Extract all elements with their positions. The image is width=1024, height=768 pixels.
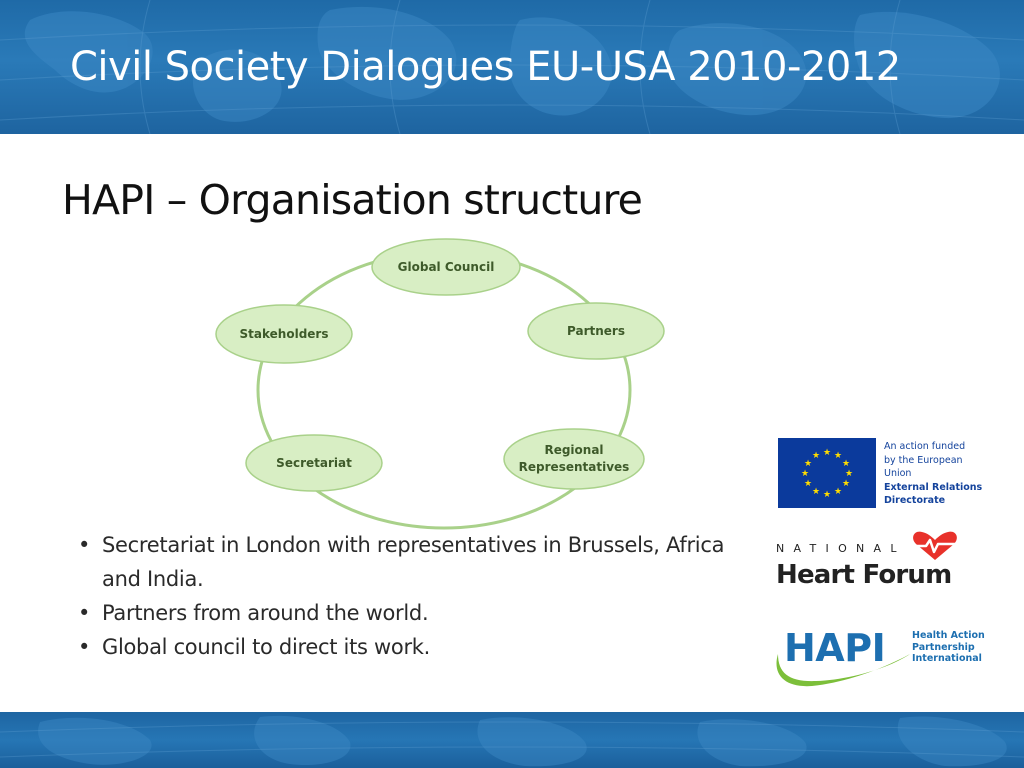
top-banner: Civil Society Dialogues EU-USA 2010-2012 bbox=[0, 0, 1024, 134]
world-map-background bbox=[0, 0, 1024, 134]
hapi-fullname-line: Health Action bbox=[912, 630, 985, 641]
svg-text:Stakeholders: Stakeholders bbox=[240, 327, 329, 341]
bottom-banner bbox=[0, 712, 1024, 768]
hapi-fullname-line: International bbox=[912, 653, 982, 664]
eu-funding-text: An action funded by the European Union E… bbox=[884, 440, 994, 508]
svg-text:★: ★ bbox=[845, 469, 853, 479]
hapi-swoosh-icon bbox=[776, 654, 910, 687]
svg-text:★: ★ bbox=[812, 487, 820, 497]
svg-text:★: ★ bbox=[804, 479, 812, 489]
eu-flag-icon: ★ ★ ★ ★ ★ ★ ★ ★ ★ ★ ★ ★ bbox=[778, 438, 876, 508]
world-map-footer bbox=[0, 715, 1024, 767]
bullet-item: Secretariat in London with representativ… bbox=[78, 528, 758, 596]
node-secretariat: Secretariat bbox=[245, 434, 383, 492]
eu-text-line: Directorate bbox=[884, 495, 946, 506]
svg-text:★: ★ bbox=[834, 487, 842, 497]
section-heading: HAPI – Organisation structure bbox=[62, 176, 643, 224]
national-heart-forum-logo: NATIONAL Heart Forum bbox=[776, 530, 966, 592]
hapi-logo: HAPI Health Action Partnership Internati… bbox=[772, 624, 992, 690]
svg-text:Partners: Partners bbox=[567, 324, 625, 338]
svg-text:★: ★ bbox=[812, 451, 820, 461]
svg-text:★: ★ bbox=[804, 459, 812, 469]
svg-text:★: ★ bbox=[842, 479, 850, 489]
hapi-acronym: HAPI bbox=[784, 626, 886, 670]
nhf-national-text: NATIONAL bbox=[776, 542, 906, 555]
node-partners: Partners bbox=[527, 302, 665, 360]
svg-text:Regional: Regional bbox=[544, 443, 603, 457]
node-regional-representatives: Regional Representatives bbox=[503, 428, 645, 490]
bullet-list: Secretariat in London with representativ… bbox=[78, 528, 758, 664]
svg-text:★: ★ bbox=[823, 448, 831, 458]
hapi-fullname: Health Action Partnership International bbox=[912, 630, 992, 665]
organisation-structure-diagram: Global Council Partners Regional Represe… bbox=[215, 238, 665, 530]
heart-icon bbox=[913, 531, 957, 560]
nhf-name-text: Heart Forum bbox=[776, 560, 952, 590]
svg-text:★: ★ bbox=[801, 469, 809, 479]
node-stakeholders: Stakeholders bbox=[215, 304, 353, 364]
node-global-council: Global Council bbox=[371, 238, 521, 296]
eu-text-line: An action funded bbox=[884, 441, 966, 452]
eu-text-line: External Relations bbox=[884, 481, 983, 493]
svg-text:★: ★ bbox=[823, 490, 831, 500]
eu-text-line: by the European bbox=[884, 454, 963, 466]
bullet-item: Global council to direct its work. bbox=[78, 630, 758, 664]
slide-title: Civil Society Dialogues EU-USA 2010-2012 bbox=[70, 44, 901, 90]
hapi-fullname-line: Partnership bbox=[912, 641, 975, 653]
svg-text:Secretariat: Secretariat bbox=[276, 456, 352, 470]
eu-text-line: Union bbox=[884, 468, 912, 479]
bullet-item: Partners from around the world. bbox=[78, 596, 758, 630]
svg-text:★: ★ bbox=[834, 451, 842, 461]
svg-text:Representatives: Representatives bbox=[519, 460, 630, 474]
svg-text:★: ★ bbox=[842, 459, 850, 469]
svg-text:Global Council: Global Council bbox=[398, 260, 495, 274]
